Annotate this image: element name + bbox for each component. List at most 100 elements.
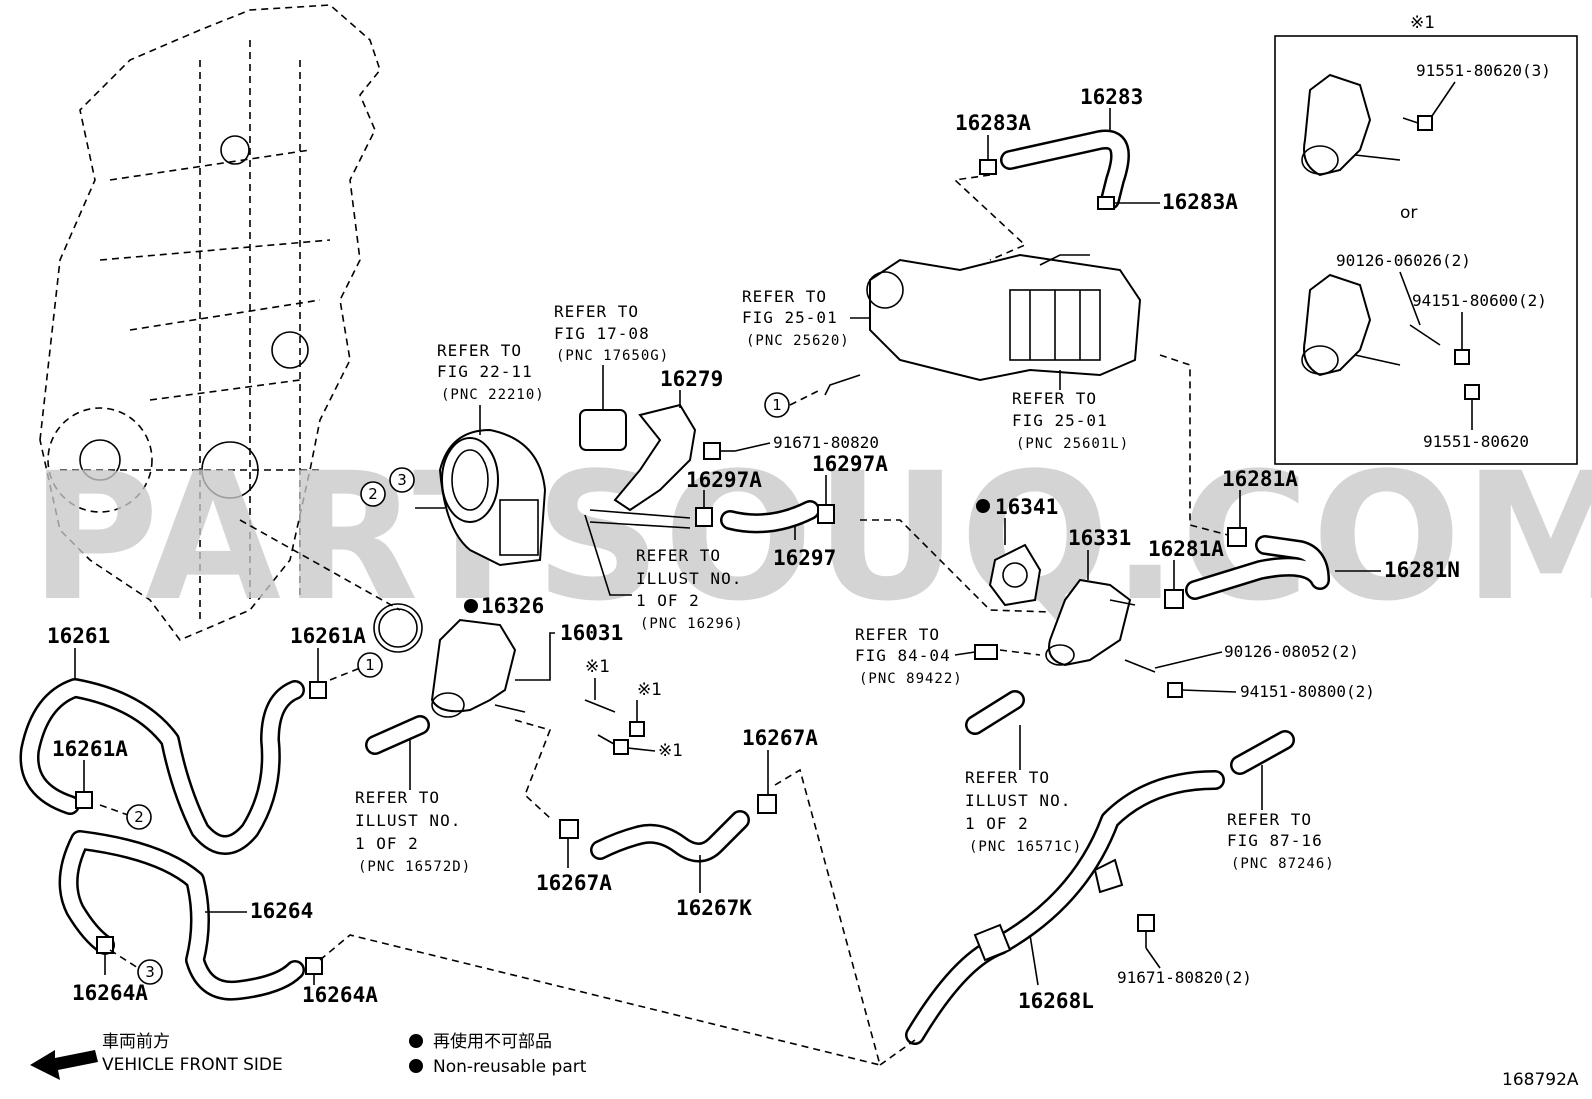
hose-16297 [720, 500, 820, 534]
hose-stub-87246 [1230, 730, 1295, 775]
svg-text:(PNC 17650G): (PNC 17650G) [556, 348, 669, 364]
refer-illust-16296: REFER TO ILLUST NO. 1 OF 2 (PNC 16296) [584, 514, 744, 632]
leader-16264-dash [319, 934, 881, 1066]
label-16031: 16031 [560, 621, 623, 645]
svg-text:(PNC 16296): (PNC 16296) [640, 616, 744, 632]
svg-text:(PNC 16572D): (PNC 16572D) [358, 859, 471, 875]
clip-16264A-right [305, 957, 323, 975]
label-16264A-right: 16264A [302, 983, 378, 1007]
svg-text:FIG 17-08: FIG 17-08 [554, 324, 650, 343]
label-90126-08052: 90126-08052(2) [1224, 642, 1359, 661]
svg-text:FIG 22-11: FIG 22-11 [437, 362, 533, 381]
refer-fig-87-16: REFER TO FIG 87-16 (PNC 87246) [1227, 765, 1334, 872]
svg-text:REFER TO: REFER TO [965, 768, 1050, 787]
label-16283A-top: 16283A [955, 111, 1031, 135]
leader-16268-dash [879, 1039, 916, 1066]
leader-16267-dash [774, 768, 881, 1066]
circle-ref-3-throttle: 3 [389, 467, 415, 493]
stud-90126-08052 [1124, 659, 1156, 673]
bolt-91671-80820-2 [1137, 914, 1155, 948]
gasket-16341 [988, 543, 1042, 607]
circle-ref-1-hose: 1 [357, 652, 383, 678]
svg-text:REFER TO: REFER TO [636, 546, 721, 565]
pipe-16268L [905, 770, 1225, 1045]
legend-non-reusable-jp: 再使用不可部品 [433, 1031, 552, 1052]
label-94151-80800: 94151-80800(2) [1240, 682, 1375, 701]
circle-ref-2-hose: 2 [126, 804, 152, 830]
clip-16283A-right [1097, 196, 1115, 210]
refer-illust-16572D: REFER TO ILLUST NO. 1 OF 2 (PNC 16572D) [355, 740, 471, 875]
leader-16281-dash [1159, 354, 1229, 536]
label-16264A-left: 16264A [72, 981, 148, 1005]
svg-text:2: 2 [368, 485, 378, 503]
mark-1-stud: ※1 [585, 657, 610, 677]
label-16264: 16264 [250, 899, 313, 923]
svg-text:(PNC 89422): (PNC 89422) [859, 671, 963, 687]
svg-text:REFER TO: REFER TO [1227, 810, 1312, 829]
leader-16031-dash [514, 719, 552, 819]
front-arrow [30, 1050, 98, 1080]
label-16283A-right: 16283A [1162, 190, 1238, 214]
non-reusable-dot-16326 [464, 599, 478, 613]
svg-text:REFER TO: REFER TO [855, 625, 940, 644]
egr-cooler [824, 253, 1142, 396]
svg-text:3: 3 [397, 471, 407, 489]
legend-dot-en [409, 1059, 423, 1073]
svg-text:REFER TO: REFER TO [355, 788, 440, 807]
legend-front-jp: 車両前方 [102, 1032, 170, 1052]
throttle-sensor [579, 380, 627, 451]
circle-ref-3-hose: 3 [137, 959, 163, 985]
refer-fig-22-11: REFER TO FIG 22-11 (PNC 22210) [437, 341, 544, 435]
water-inlet-16031 [430, 618, 526, 718]
label-16261: 16261 [47, 624, 110, 648]
refer-fig-17-08: REFER TO FIG 17-08 (PNC 17650G) [554, 302, 669, 380]
clip-16261A-left [75, 791, 93, 809]
mark-1-bolt: ※1 [658, 741, 683, 761]
svg-text:FIG 84-04: FIG 84-04 [855, 646, 951, 665]
hose-16264 [58, 830, 305, 1001]
svg-text:(PNC 25620): (PNC 25620) [746, 333, 850, 349]
inset-or: or [1400, 203, 1417, 223]
circle-ref-1-egr: 1 [764, 392, 790, 418]
label-16341: 16341 [995, 495, 1058, 519]
svg-text:3: 3 [145, 963, 155, 981]
legend-dot-jp [409, 1034, 423, 1048]
inset-panel: ※1 91551-80620(3) or 90126-06026(2) 9415… [1274, 13, 1578, 465]
svg-text:REFER TO: REFER TO [554, 302, 639, 321]
label-16326: 16326 [481, 594, 544, 618]
leader-c3-dash [109, 949, 139, 969]
hose-16281N [1185, 535, 1330, 600]
label-16267A-top: 16267A [742, 726, 818, 750]
clip-16281A-top [1227, 527, 1247, 547]
label-16281N: 16281N [1384, 558, 1460, 582]
svg-text:2: 2 [134, 808, 144, 826]
label-16279: 16279 [660, 367, 723, 391]
circle-ref-2-throttle: 2 [360, 481, 386, 507]
svg-text:ILLUST NO.: ILLUST NO. [965, 791, 1071, 810]
leader-16331-dash [860, 519, 1051, 613]
label-16281A-mid: 16281A [1148, 537, 1224, 561]
sensor-89422 [974, 644, 998, 660]
inset-part-91551-80620: 91551-80620 [1423, 432, 1529, 451]
inset-part-91551-80620-3: 91551-80620(3) [1416, 61, 1551, 80]
label-91671-80820-2: 91671-80820(2) [1117, 968, 1252, 987]
leader-16283-dash [953, 174, 1027, 261]
label-16331: 16331 [1068, 526, 1131, 550]
engine-timing-cover [39, 4, 381, 641]
clip-16261A-top [309, 681, 327, 699]
svg-text:ILLUST NO.: ILLUST NO. [355, 811, 461, 830]
clip-16297A-right [817, 504, 835, 524]
clip-16267A-top [757, 794, 777, 814]
bolt-91671-80820 [703, 442, 735, 460]
hose-16267K [590, 810, 750, 863]
legend-front-en: VEHICLE FRONT SIDE [102, 1055, 283, 1075]
nut-mark-1 [629, 721, 645, 737]
inset-part-90126-06026-2: 90126-06026(2) [1336, 251, 1471, 270]
label-16297A-right: 16297A [812, 452, 888, 476]
throttle-body [415, 428, 547, 567]
legend-non-reusable-en: Non-reusable part [433, 1057, 587, 1077]
hose-16261 [19, 678, 305, 855]
label-16267A-bottom: 16267A [536, 871, 612, 895]
leader-c1-dash [329, 667, 361, 681]
